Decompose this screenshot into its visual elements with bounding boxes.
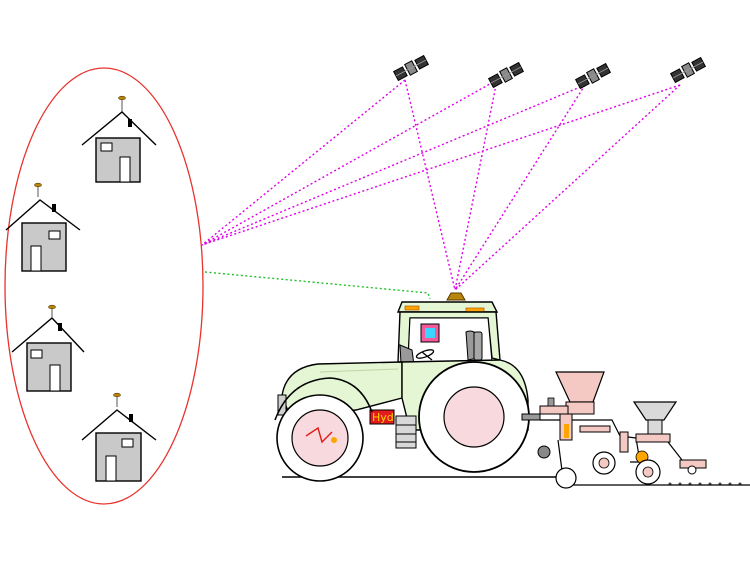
tractor-icon: Hyd. xyxy=(274,292,551,482)
antenna-icon xyxy=(113,392,121,398)
house-icon xyxy=(11,304,85,392)
antenna-icon xyxy=(48,304,56,310)
antenna-icon xyxy=(34,182,42,188)
correction-link-line xyxy=(204,271,431,300)
house-icon xyxy=(81,95,157,183)
front-wheel xyxy=(276,394,364,482)
base-station-group-ellipse xyxy=(4,67,204,505)
satellite-icon xyxy=(574,62,612,90)
satellite-to-base-lines xyxy=(201,79,681,246)
satellite-icon xyxy=(669,56,707,84)
rear-wheel xyxy=(418,361,530,473)
antenna-icon xyxy=(118,95,126,101)
satellite-to-rover-lines xyxy=(404,79,681,291)
satellite-icon xyxy=(487,61,525,89)
satellite-icon xyxy=(392,54,430,82)
seeder-icon xyxy=(539,371,707,489)
house-icon xyxy=(5,182,81,272)
house-icon xyxy=(81,392,157,482)
antenna-icon xyxy=(446,292,466,301)
hydraulic-label: Hyd. xyxy=(372,411,397,424)
